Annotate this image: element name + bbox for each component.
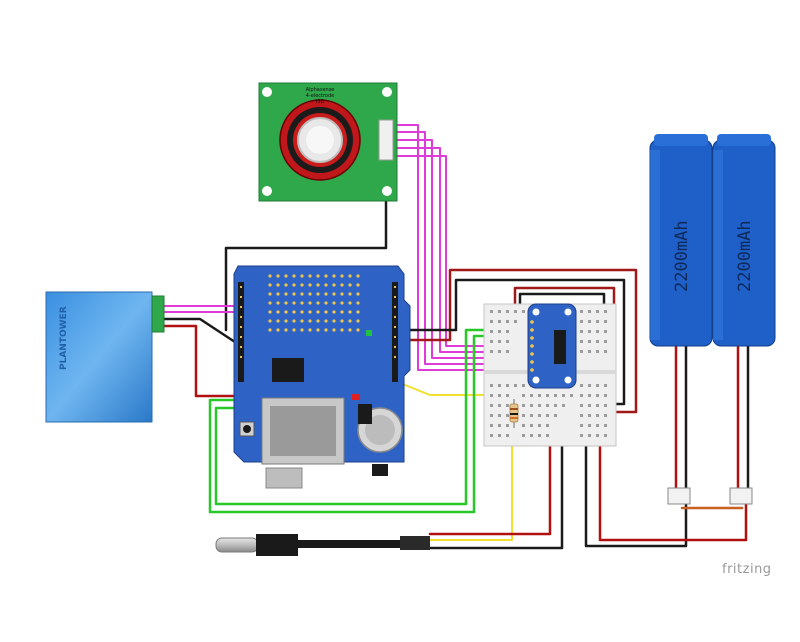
battery-2-label: 2200mAh [735, 220, 755, 292]
pm-sensor-label: PLANTOWER [59, 306, 69, 370]
pm-sensor-connector [151, 295, 165, 333]
gas-sensor: Alphasense 4-electrode ISB [258, 82, 398, 202]
arduino-data-logging-shield [233, 265, 411, 489]
battery-2-connector [729, 487, 753, 505]
adc-breakout [527, 303, 577, 389]
battery-1-label: 2200mAh [672, 220, 692, 292]
proto-area [268, 274, 360, 332]
pm-sensor: PLANTOWER [45, 291, 165, 423]
red-wire-battery [598, 428, 748, 542]
shield-headers [238, 282, 398, 382]
resistor [509, 399, 519, 428]
pm-sensor-wire-red [158, 324, 250, 398]
battery-1-connector [667, 487, 691, 505]
battery-2: 2200mAh [712, 134, 776, 505]
magenta-wires [391, 124, 521, 371]
adc-chip [554, 330, 566, 364]
yellow-wire-2 [429, 399, 513, 541]
black-wire-top [402, 278, 626, 406]
sensor-connector [378, 119, 394, 161]
green-wire-1 [208, 334, 522, 514]
red-wire-top [396, 268, 638, 414]
green-wire-2 [214, 328, 522, 506]
gas-sensor-brand: Alphasense [306, 87, 335, 93]
led-red [352, 394, 360, 400]
rtc-chip [272, 358, 304, 382]
temperature-probe [215, 534, 430, 556]
led-green [366, 330, 372, 336]
pm-sensor-wire-black [158, 317, 240, 346]
black-wire-battery [584, 428, 688, 548]
fritzing-watermark: fritzing [722, 562, 772, 577]
gas-sensor-model: ISB [316, 99, 325, 105]
gas-sensor-type: 4-electrode [306, 93, 335, 99]
battery-1: 2200mAh [649, 134, 713, 505]
